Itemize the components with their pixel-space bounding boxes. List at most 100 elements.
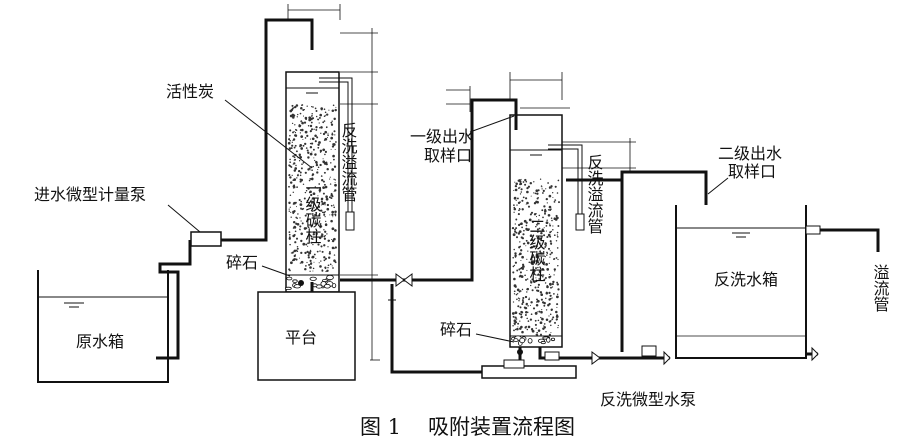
carbon-particle <box>313 157 315 159</box>
carbon-particle <box>519 290 522 292</box>
carbon-particle <box>549 253 552 256</box>
carbon-particle <box>333 178 335 180</box>
carbon-particle <box>540 298 543 301</box>
carbon-particle <box>552 316 555 319</box>
carbon-particle <box>322 192 325 195</box>
carbon-particle <box>327 132 329 134</box>
carbon-particle <box>551 187 553 189</box>
carbon-particle <box>323 161 326 164</box>
carbon-particle <box>293 225 297 229</box>
carbon-particle <box>303 121 307 124</box>
carbon-particle <box>331 239 335 243</box>
carbon-particle <box>521 199 524 202</box>
carbon-particle <box>314 140 317 143</box>
feed-pipe-1 <box>221 18 314 242</box>
figure-title: 吸附装置流程图 <box>428 415 575 439</box>
carbon-particle <box>294 124 296 126</box>
carbon-particle <box>324 211 326 213</box>
carbon-particle <box>296 222 300 226</box>
carbon-particle <box>519 193 522 195</box>
carbon-particle <box>310 235 313 238</box>
carbon-particle <box>306 261 308 264</box>
carbon-particle <box>549 224 552 227</box>
carbon-particle <box>311 255 315 259</box>
carbon-particle <box>549 235 552 238</box>
carbon-particle <box>314 222 317 225</box>
carbon-particle <box>541 192 544 194</box>
carbon-particle <box>535 245 538 248</box>
carbon-particle <box>525 197 528 200</box>
carbon-particle <box>294 158 297 161</box>
carbon-particle <box>315 233 318 236</box>
carbon-particle <box>330 121 333 124</box>
carbon-particle <box>311 173 315 176</box>
carbon-particle <box>321 269 324 272</box>
carbon-particle <box>525 278 527 281</box>
carbon-particle <box>554 321 556 324</box>
carbon-particle <box>309 146 313 149</box>
carbon-particle <box>526 202 528 204</box>
carbon-particle <box>520 236 523 239</box>
carbon-particle <box>535 189 539 193</box>
carbon-particle <box>556 303 559 306</box>
carbon-particle <box>320 126 323 129</box>
carbon-particle <box>296 246 299 248</box>
carbon-particle <box>553 234 556 237</box>
platform-label: 平台 <box>285 328 317 347</box>
carbon-particle <box>513 290 516 293</box>
carbon-particle <box>300 232 303 236</box>
carbon-particle <box>304 214 307 217</box>
carbon-particle <box>312 197 315 200</box>
carbon-particle <box>317 205 321 208</box>
carbon-particle <box>514 252 517 255</box>
carbon-particle <box>543 323 546 325</box>
carbon-particle <box>525 203 527 205</box>
carbon-particle <box>300 260 304 264</box>
carbon-particle <box>552 225 554 227</box>
carbon-particle <box>331 265 333 267</box>
carbon-particle <box>552 196 554 199</box>
carbon-particle <box>531 278 534 281</box>
carbon-particle <box>306 237 308 240</box>
gravel-stone <box>284 286 292 290</box>
carbon-particle <box>313 128 315 130</box>
dimension-marks-1 <box>287 4 380 361</box>
carbon-particle <box>555 257 558 259</box>
carbon-particle <box>530 313 533 316</box>
carbon-particle <box>520 317 523 319</box>
carbon-particle <box>521 302 524 306</box>
carbon-particle <box>295 164 297 167</box>
carbon-particle <box>517 326 519 328</box>
carbon-particle <box>520 259 522 262</box>
carbon-particle <box>324 216 326 218</box>
carbon-particle <box>306 235 309 238</box>
carbon-particle <box>298 198 301 202</box>
carbon-particle <box>541 309 543 311</box>
carbon-particle <box>529 213 532 216</box>
carbon-particle <box>327 264 330 267</box>
carbon-particle <box>294 254 297 256</box>
carbon-particle <box>299 145 301 148</box>
carbon-particle <box>525 239 528 242</box>
carbon-particle <box>332 216 334 218</box>
carbon-particle <box>313 253 316 256</box>
carbon-particle <box>513 329 515 332</box>
carbon-particle <box>515 231 518 234</box>
carbon-particle <box>536 301 538 303</box>
carbon-particle <box>512 265 515 268</box>
carbon-particle <box>526 186 529 190</box>
carbon-particle <box>331 109 335 112</box>
carbon-particle <box>312 233 315 236</box>
carbon-particle <box>545 230 547 232</box>
carbon-particle <box>326 233 328 235</box>
carbon-particle <box>545 291 549 295</box>
carbon-particle <box>333 117 336 121</box>
carbon-particle <box>320 204 322 206</box>
carbon-particle <box>311 217 314 219</box>
carbon-particle <box>535 279 538 283</box>
carbon-particle <box>536 334 539 336</box>
carbon-particle <box>291 122 294 125</box>
carbon-particle <box>519 208 521 211</box>
carbon-particle <box>334 182 336 184</box>
carbon-particle <box>309 266 312 269</box>
